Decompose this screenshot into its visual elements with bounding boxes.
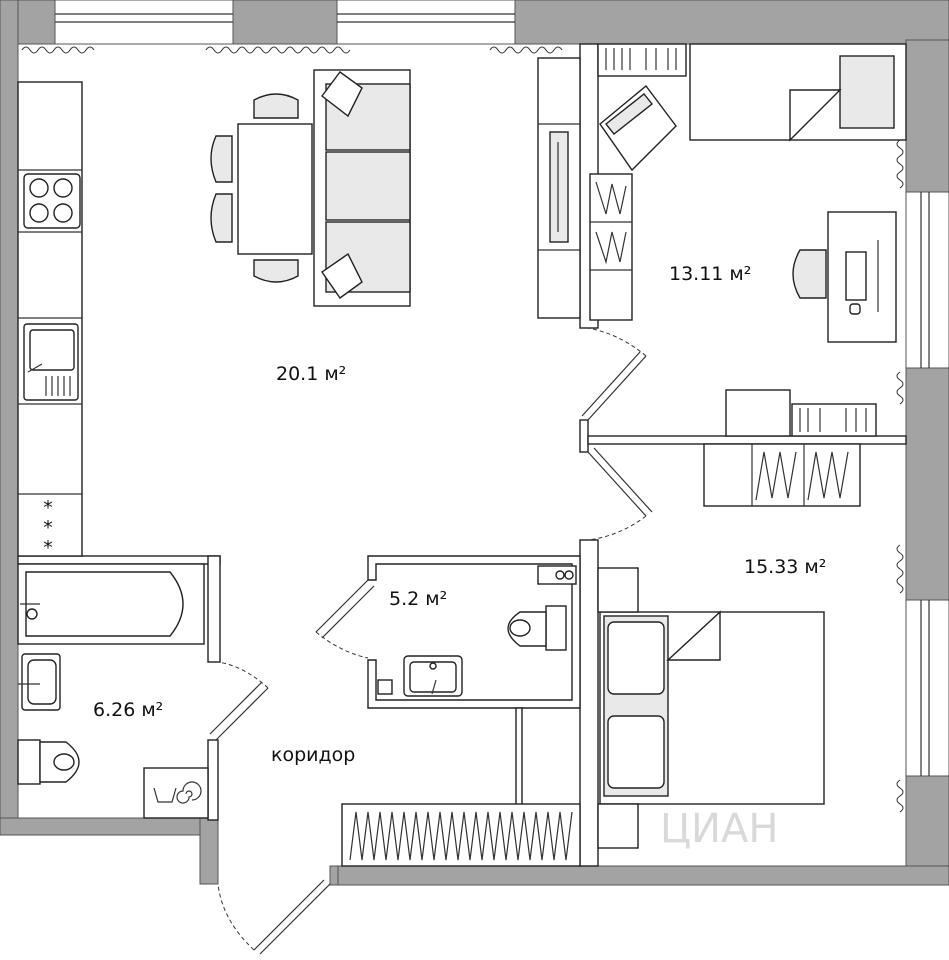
kitchen-counter xyxy=(17,81,83,557)
dining-table xyxy=(210,93,313,283)
sofa xyxy=(313,69,411,307)
bathtub-icon xyxy=(17,563,205,645)
large-bedroom-wardrobe xyxy=(703,443,861,507)
curtains xyxy=(21,46,904,813)
small-bedroom-area-label: 13.11 м² xyxy=(669,263,751,285)
small-bedroom-bookshelf xyxy=(597,43,687,77)
large-bedroom-nightstand xyxy=(597,567,639,849)
doors xyxy=(209,327,653,955)
wc-sink-icon xyxy=(377,655,463,697)
tv-cabinet xyxy=(537,57,581,319)
small-bedroom-wardrobe xyxy=(589,173,633,321)
stove-icon xyxy=(23,173,81,229)
wc-area-label: 5.2 м² xyxy=(389,588,447,610)
living-kitchen-area-label: 20.1 м² xyxy=(276,363,346,385)
double-bed xyxy=(599,610,825,805)
bathroom-area-label: 6.26 м² xyxy=(93,699,163,721)
svg-text:*: * xyxy=(43,497,53,519)
svg-text:*: * xyxy=(43,537,53,559)
kitchen-sink-icon xyxy=(23,323,79,401)
toilet-icon xyxy=(507,605,567,651)
hallway-wardrobe xyxy=(341,803,581,867)
watermark: ЦИАН xyxy=(660,806,778,852)
washing-machine-icon xyxy=(143,767,209,819)
desk xyxy=(792,211,897,343)
small-bed xyxy=(689,43,907,142)
armchair xyxy=(599,84,677,172)
large-bedroom-area-label: 15.33 м² xyxy=(744,556,826,578)
boiler-icon xyxy=(537,565,577,585)
windows xyxy=(54,0,949,777)
bathroom-sink-icon xyxy=(18,653,61,711)
corridor-label: коридор xyxy=(271,744,355,766)
svg-text:*: * xyxy=(43,517,53,539)
hob-asterisk-icon: * * * xyxy=(43,497,53,559)
bathroom-toilet-icon xyxy=(17,739,80,785)
small-bedroom-dresser xyxy=(725,389,877,437)
